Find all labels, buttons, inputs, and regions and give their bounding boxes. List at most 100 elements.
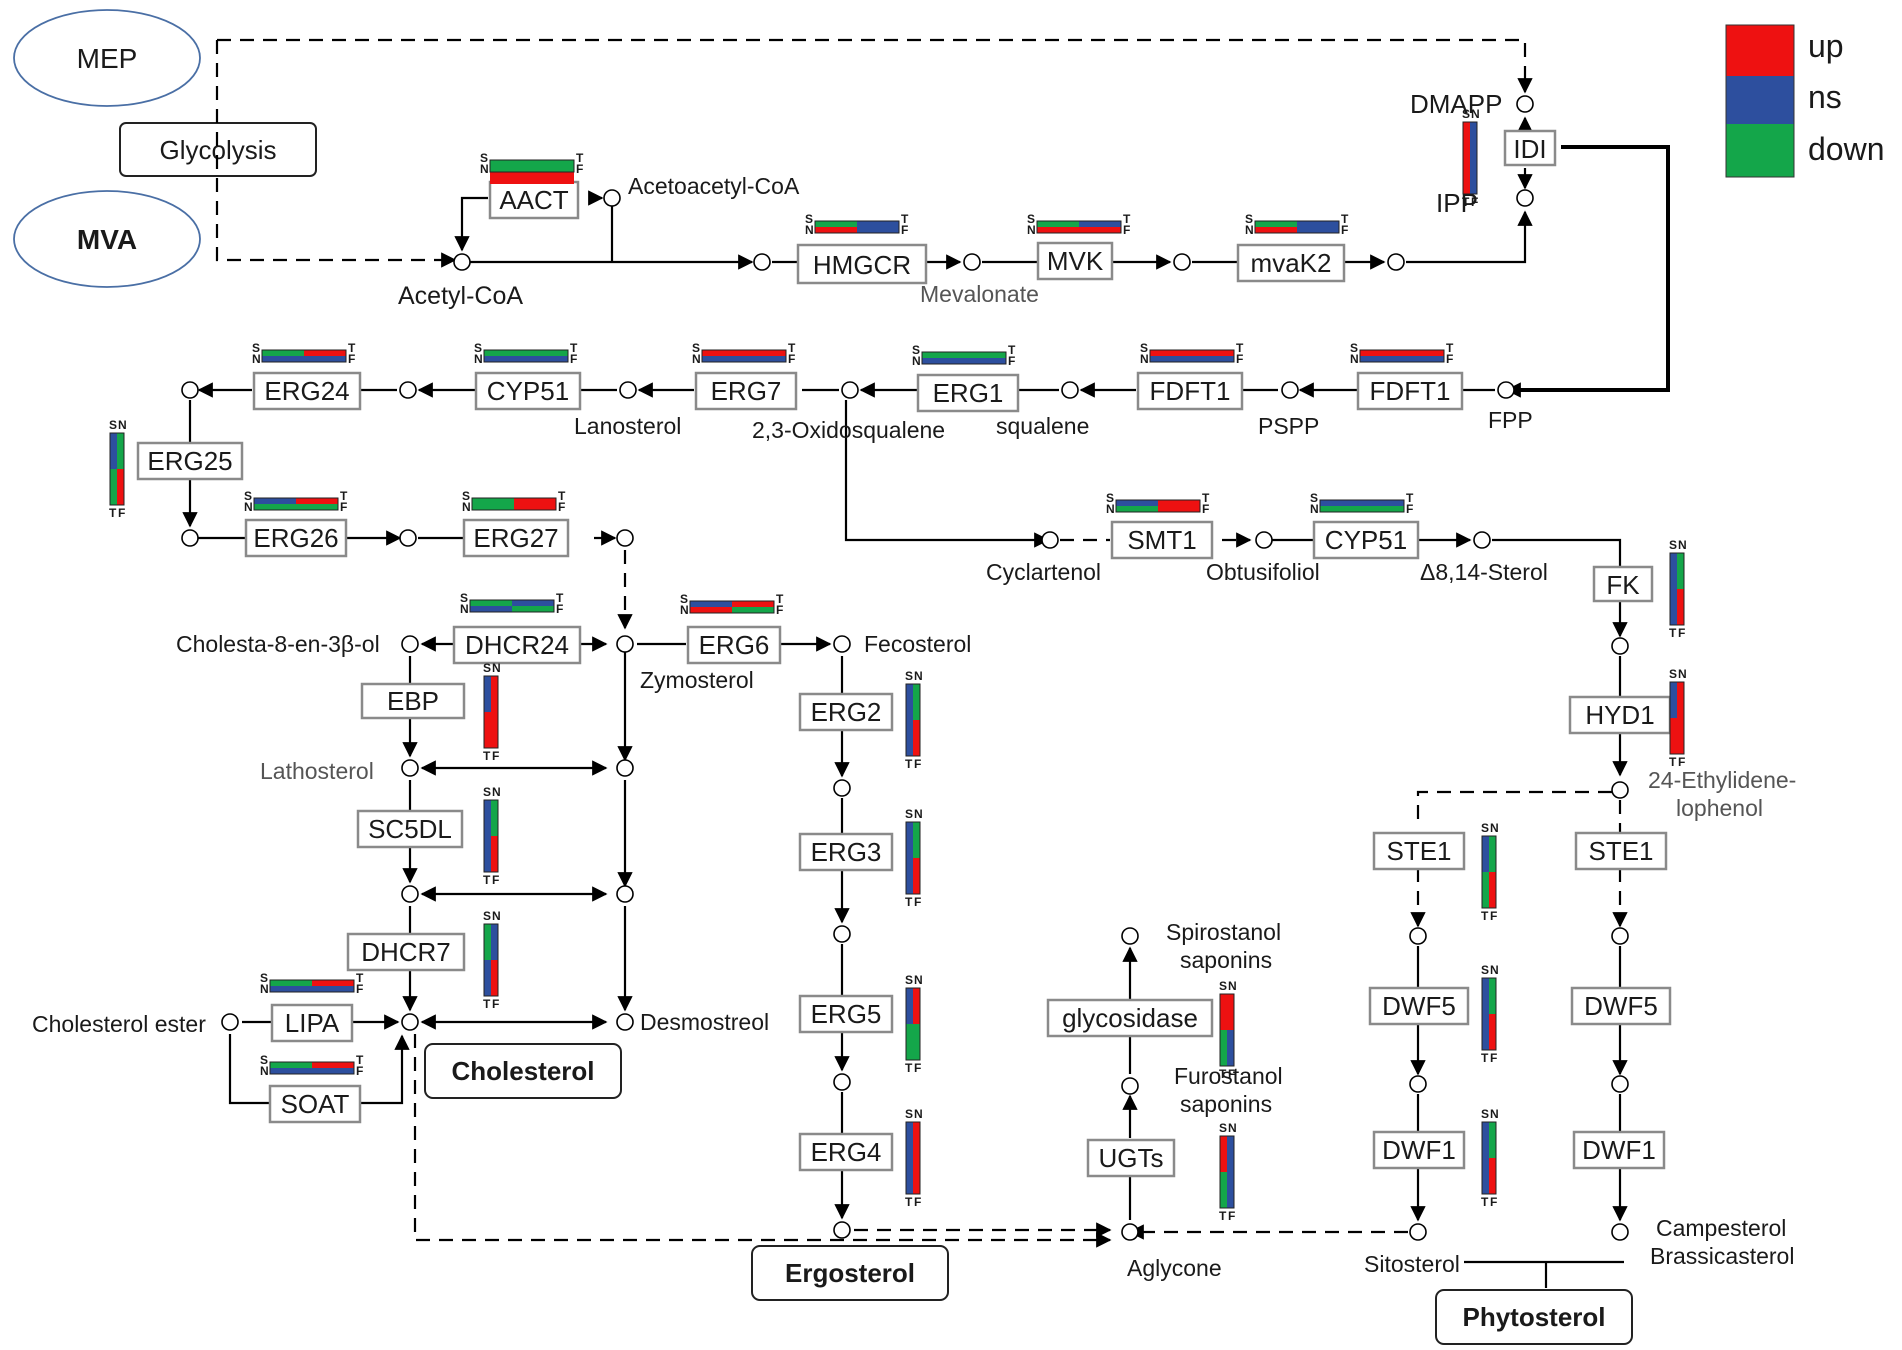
svg-text:AACT: AACT [499, 185, 568, 215]
gene-erg4: ERG4 [798, 1132, 894, 1172]
svg-text:IDI: IDI [1513, 134, 1546, 164]
svg-text:ERG3: ERG3 [811, 837, 882, 867]
heatmap-tag: F [901, 223, 908, 237]
heatmap-tag: N [914, 807, 923, 821]
heatmap-tag: T [1202, 491, 1210, 505]
heatmap-tag: F [1678, 626, 1685, 640]
heatmap-tag: N [252, 352, 261, 366]
heatmap-cell [1220, 1172, 1227, 1208]
heatmap-tag: F [914, 1061, 921, 1075]
heatmap-hmgcr [814, 220, 900, 234]
label-squalene: squalene [996, 413, 1089, 439]
heatmap-cell [1220, 1136, 1227, 1172]
gene-lipa: LIPA [270, 1003, 354, 1043]
heatmap-cell [906, 822, 913, 858]
heatmap-cell [1227, 994, 1234, 1030]
heatmap-cell [270, 1068, 312, 1074]
pathway-edges [182, 38, 1670, 1288]
heatmap-cell [526, 350, 568, 356]
heatmap-tag: S [1027, 212, 1035, 226]
heatmap-tag: S [483, 785, 491, 799]
heatmap-tag: S [460, 591, 468, 605]
svg-text:DWF5: DWF5 [1584, 991, 1658, 1021]
heatmap-tag: N [692, 352, 701, 366]
label-pspp: PSPP [1258, 413, 1319, 439]
heatmap-frame [905, 683, 921, 757]
heatmap-cell [484, 676, 491, 712]
heatmap-tag: T [1669, 755, 1677, 769]
heatmap-cell [906, 988, 913, 1024]
heatmap-tag: F [558, 500, 565, 514]
gene-erg24: ERG24 [252, 371, 362, 411]
svg-text:ERG7: ERG7 [711, 376, 782, 406]
heatmap-tag: T [340, 489, 348, 503]
heatmap-cell [526, 356, 568, 362]
label-brassicasterol: Brassicasterol [1650, 1243, 1794, 1269]
heatmap-cell [1320, 500, 1362, 506]
heatmap-cell [304, 350, 346, 356]
heatmap-cell [1037, 221, 1079, 227]
heatmap-tag: N [914, 1107, 923, 1121]
gene-sc5dl: SC5DL [356, 809, 464, 849]
heatmap-tag: N [460, 602, 469, 616]
heatmap-cell [1402, 356, 1444, 362]
heatmap-cell [702, 350, 744, 356]
label-fecosterol: Fecosterol [864, 631, 971, 657]
gene-dwf5-a: DWF5 [1368, 986, 1470, 1026]
heatmap-cell [296, 504, 338, 510]
gene-erg2: ERG2 [798, 692, 894, 732]
heatmap-tag: F [788, 352, 795, 366]
heatmap-tag: S [260, 971, 268, 985]
heatmap-cell [1670, 589, 1677, 625]
heatmap-frame [1462, 121, 1478, 195]
svg-text:MEP: MEP [77, 43, 138, 74]
heatmap-tag: T [356, 971, 364, 985]
heatmap-tag: S [462, 489, 470, 503]
heatmap-frame [1669, 552, 1685, 626]
category-cholesterol: Cholesterol [424, 1043, 622, 1099]
heatmap-cell [744, 350, 786, 356]
heatmap-cell [1079, 221, 1121, 227]
heatmap-cell [922, 358, 964, 364]
heatmap-cell [913, 1158, 920, 1194]
label-sterol-814: Δ8,14-Sterol [1420, 559, 1548, 585]
heatmap-tag: T [1446, 341, 1454, 355]
heatmap-cell [1297, 227, 1339, 233]
heatmap-cyp51-obtusifoliol- [1319, 499, 1405, 513]
heatmap-cell [1079, 227, 1121, 233]
heatmap-glycosidase [1219, 993, 1235, 1067]
metabolite-nodes [181, 95, 1629, 1241]
heatmap-cell [1158, 500, 1200, 506]
svg-text:LIPA: LIPA [285, 1008, 340, 1038]
heatmap-cell [1150, 350, 1192, 356]
heatmap-cell [514, 498, 556, 504]
svg-text:ERG27: ERG27 [473, 523, 558, 553]
heatmap-tag: T [1341, 212, 1349, 226]
gene-boxes: IDI AACT HMGCR MVK mvaK2 FDFT1 FDFT1 ERG… [136, 129, 1672, 1178]
heatmap-tag: T [109, 506, 117, 520]
heatmap-cell [484, 356, 526, 362]
heatmap-tag: S [109, 418, 117, 432]
heatmap-cell [1116, 506, 1158, 512]
heatmap-tag: T [356, 1053, 364, 1067]
label-sitosterol: Sitosterol [1364, 1251, 1460, 1277]
heatmap-tag: S [252, 341, 260, 355]
label-spirostanol-1: Spirostanol [1166, 919, 1281, 945]
heatmap-cell [472, 504, 514, 510]
heatmap-tag: T [1123, 212, 1131, 226]
gene-fdft1-b: FDFT1 [1136, 371, 1244, 411]
heatmap-tag: T [1406, 491, 1414, 505]
heatmap-tag: N [912, 354, 921, 368]
heatmap-tag: N [118, 418, 127, 432]
heatmap-cell [1677, 553, 1684, 589]
heatmap-cell [484, 350, 526, 356]
svg-text:CYP51: CYP51 [1325, 525, 1407, 555]
heatmap-frame [471, 497, 557, 511]
heatmap-tag: F [914, 1195, 921, 1209]
svg-text:SC5DL: SC5DL [368, 814, 452, 844]
heatmap-cell [1670, 553, 1677, 589]
heatmap-cell [1482, 872, 1489, 908]
heatmap-cell [1489, 978, 1496, 1014]
heatmap-tag: S [1462, 107, 1470, 121]
svg-text:up: up [1808, 28, 1844, 64]
